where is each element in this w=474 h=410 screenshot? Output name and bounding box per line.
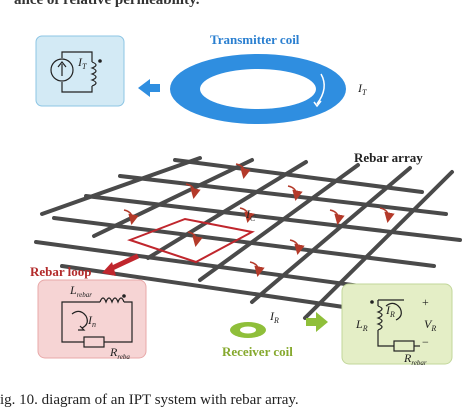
receiver-circuit-box [341,283,453,365]
transmitter-coil-label: Transmitter coil [210,32,300,47]
i-c-symbol: IC [245,207,256,223]
l-rebar-symbol: Lrebar [69,283,92,299]
current-source-icon [50,58,74,82]
l-r-symbol: LR [355,317,368,333]
receiver-arrow [306,312,328,332]
figure-caption: ig. 10. diagram of an IPT system with re… [0,392,299,408]
minus-sign: − [422,335,429,349]
i-n-symbol: In [87,313,96,329]
i-t-box-symbol: IT [77,55,87,71]
transmitter-coil [170,54,346,124]
i-t-symbol: IT [357,81,367,97]
rebar-loop-label: Rebar loop [30,264,92,279]
receiver-coil [230,322,266,338]
top-caption: ance of relative permeability. [14,0,200,8]
transmitter-arrow [138,79,160,97]
i-r-box-symbol: IR [385,303,395,319]
rebar-array [34,156,462,320]
induced-current-arrows [123,163,395,277]
rebar-array-label: Rebar array [354,150,423,165]
receiver-coil-label: Receiver coil [222,344,293,359]
rebar-loop-circuit-box [37,279,147,359]
v-r-symbol: VR [424,317,436,333]
r-load-symbol: Rrebar [403,351,427,367]
transmitter-circuit-box [35,35,125,107]
r-rebar-symbol: Rreba [109,345,130,361]
plus-sign: + [422,295,429,309]
i-r-symbol: IR [269,309,279,325]
ipt-diagram: IT Transmitter coil IT Rebar array [30,32,462,367]
rebar-loop-highlight [127,217,255,264]
